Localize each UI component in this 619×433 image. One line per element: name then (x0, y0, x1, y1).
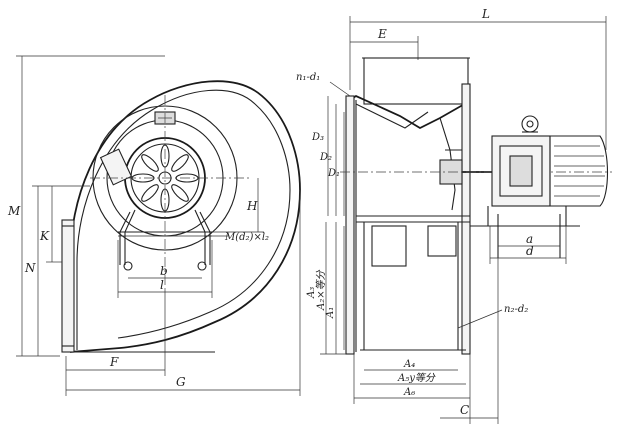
dim-D1: D₁ (327, 168, 340, 179)
front-view: M N K H M(d₂)×l₂ b l F G (7, 55, 301, 396)
motor-base (487, 206, 567, 227)
dim-K: K (39, 229, 50, 243)
volute-inner (76, 89, 291, 350)
dim-L: L (481, 7, 490, 21)
inlet-cone (349, 94, 469, 130)
dim-A5y: A₅y等分 (397, 372, 436, 384)
dim-D3: D₃ (311, 132, 324, 143)
dim-A2x: A₂×等分 (315, 269, 327, 311)
dim-M: M (7, 204, 21, 218)
baffle (371, 225, 407, 267)
dim-F: F (109, 355, 119, 369)
support-legs (118, 209, 212, 271)
motor-end-cover (549, 135, 608, 207)
dim-D2: D₂ (319, 152, 332, 163)
dim-b: b (160, 264, 168, 278)
dim-H: H (246, 199, 258, 213)
baffle (427, 225, 457, 257)
dim-N: N (24, 261, 36, 275)
dim-G: G (176, 375, 186, 389)
dim-a: a (526, 232, 533, 246)
lifting-eye (521, 115, 539, 133)
back-plate (461, 83, 471, 355)
dim-C: C (460, 403, 469, 417)
dim-l: l (160, 278, 164, 292)
motor-terminal (509, 155, 533, 187)
bracket-block (99, 148, 133, 186)
inlet-flange (345, 95, 355, 355)
dim-A3: A₃ (306, 287, 317, 299)
bolt-callout: M(d₂)×l₂ (224, 232, 269, 243)
side-view: L E (296, 7, 612, 424)
dim-A6: A₆ (403, 387, 415, 398)
dim-A1: A₁ (325, 307, 336, 319)
dim-E: E (377, 27, 387, 41)
outlet-flange (61, 219, 75, 353)
motor-fins (554, 145, 605, 197)
housing-top (363, 57, 469, 105)
volute-outline (69, 80, 301, 353)
dim-d: d (526, 244, 534, 258)
callout-n2-d2: n₂-d₂ (504, 304, 528, 315)
dim-A4: A₄ (403, 359, 415, 370)
callout-n1-d1: n₁-d₁ (296, 72, 320, 83)
